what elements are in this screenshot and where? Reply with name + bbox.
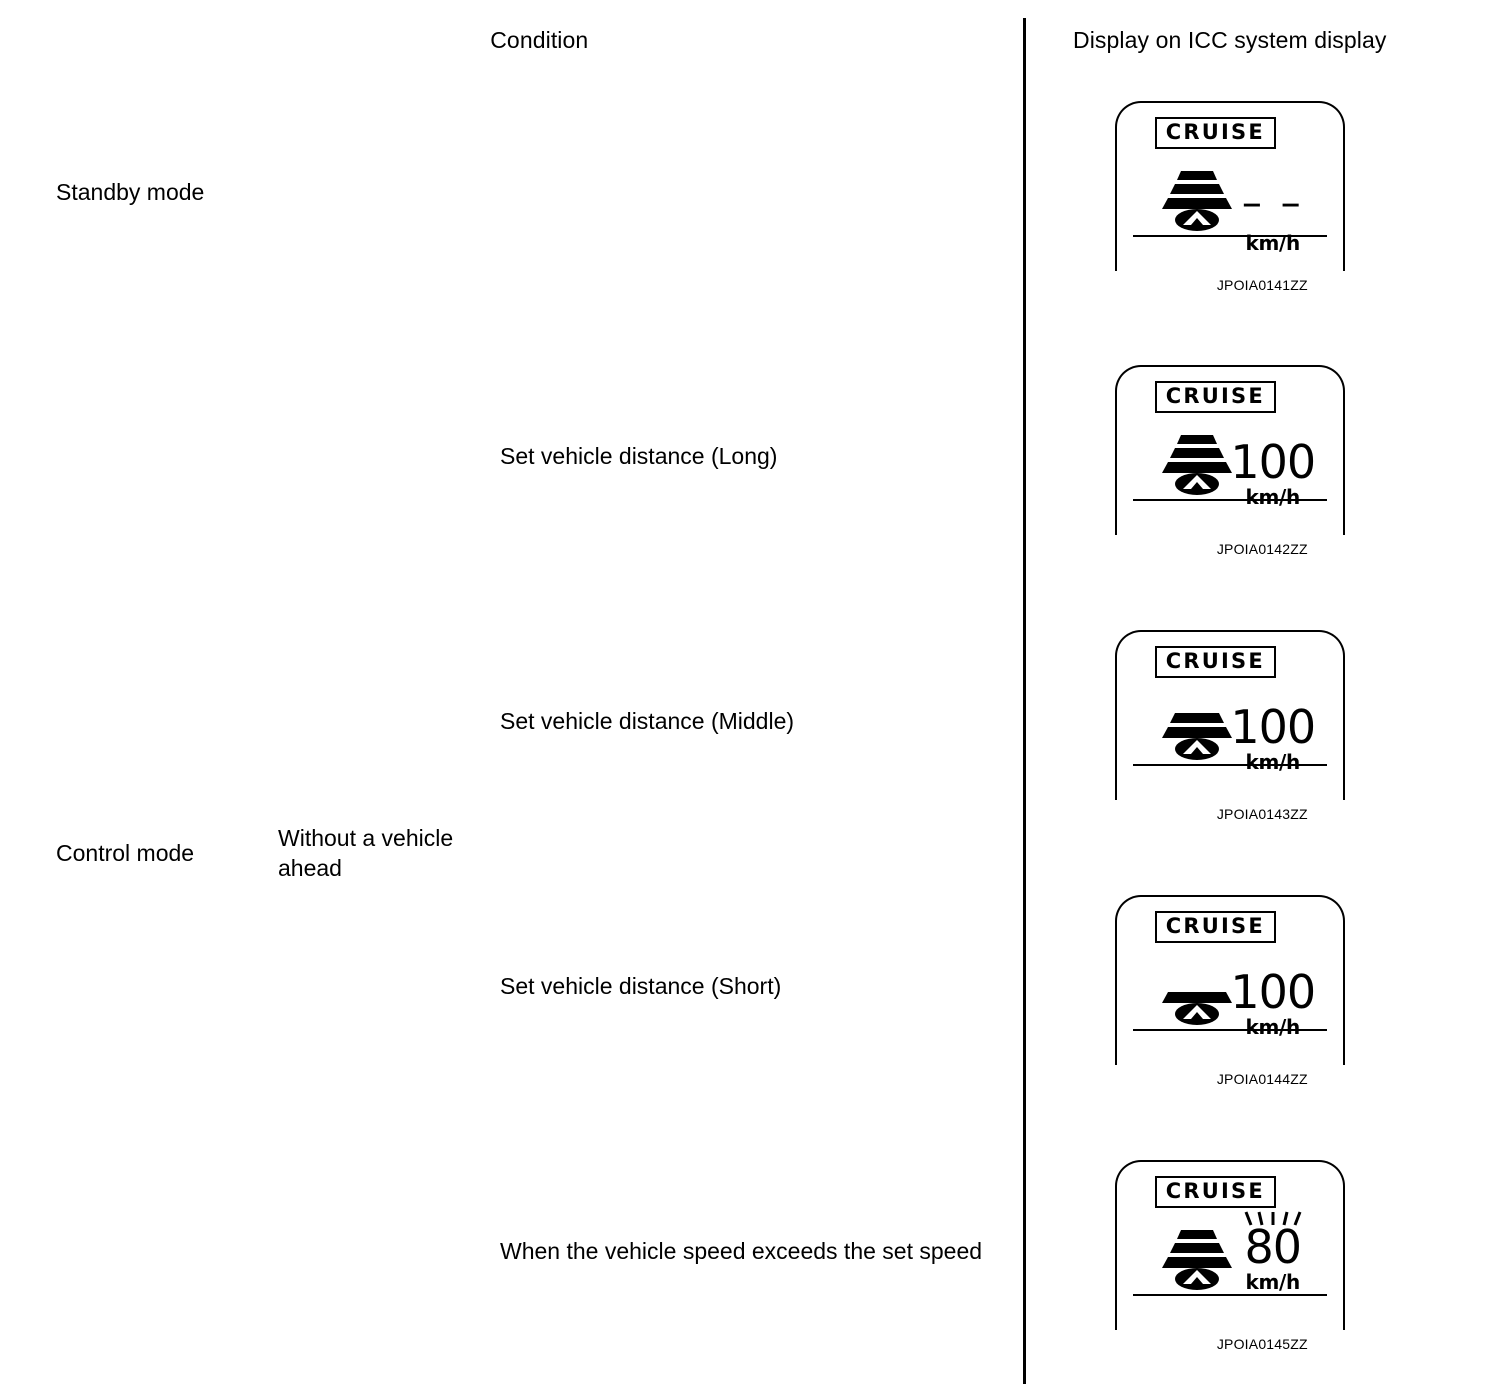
distance-bars-1-icon — [1151, 963, 1243, 1025]
speed-unit: km/h — [1245, 749, 1301, 774]
lcd-bezel: CRUISE — [1114, 364, 1345, 535]
figure-code: JPOIA0143ZZ — [1216, 805, 1308, 822]
distance-bars-3-icon — [1151, 433, 1243, 495]
speed-value: 100 — [1230, 964, 1316, 1019]
row-standby-condition: Standby mode — [56, 179, 205, 206]
speed-unit: km/h — [1245, 231, 1301, 255]
blink-indicator-icon — [1217, 1210, 1329, 1227]
lcd-bezel: CRUISE — [1114, 1159, 1345, 1330]
row-short-condition: Set vehicle distance (Short) — [500, 973, 782, 1000]
table-row-standby: Standby mode CRUISE — [56, 62, 1435, 324]
distance-bars-2-icon — [1151, 698, 1243, 760]
figure-code: JPOIA0145ZZ — [1216, 1335, 1308, 1352]
lcd-bezel: CRUISE — [1114, 629, 1345, 800]
table-row-middle: Set vehicle distance (Middle) CRUISE — [56, 589, 1435, 854]
figure-code: JPOIA0144ZZ — [1216, 1070, 1308, 1087]
distance-bars-3-icon — [1151, 1228, 1243, 1290]
speed-readout: 100 km/h — [1217, 955, 1329, 1038]
header-condition: Condition — [490, 27, 589, 53]
row-exceeds-condition: When the vehicle speed exceeds the set s… — [500, 1238, 983, 1265]
lcd-bezel: CRUISE — [1114, 101, 1345, 271]
icc-display-graphic: CRUISE — [1106, 1146, 1354, 1358]
lcd-divider — [1132, 763, 1327, 766]
icc-display-graphic: CRUISE — [1106, 87, 1354, 299]
cruise-badge: CRUISE — [1154, 380, 1276, 413]
table-header-row: Condition Display on ICC system display — [56, 18, 1435, 62]
speed-value: 80 — [1244, 1219, 1302, 1274]
lcd-divider — [1132, 1293, 1327, 1296]
figure-code: JPOIA0141ZZ — [1216, 277, 1308, 293]
table-row-exceeds-set-speed: When the vehicle speed exceeds the set s… — [56, 1119, 1435, 1384]
speed-value: – – — [1241, 180, 1304, 226]
lcd-divider — [1132, 235, 1327, 238]
speed-unit: km/h — [1245, 1269, 1301, 1294]
lcd-bezel: CRUISE — [1114, 894, 1345, 1065]
lcd-divider — [1132, 1028, 1327, 1031]
cruise-badge: CRUISE — [1154, 910, 1276, 943]
row-long-display-cell: CRUISE — [1022, 324, 1435, 589]
figure-code: JPOIA0142ZZ — [1216, 540, 1308, 557]
cruise-badge: CRUISE — [1154, 1175, 1276, 1208]
speed-readout: – – km/h — [1217, 161, 1329, 254]
speed-readout: 100 km/h — [1217, 425, 1329, 508]
row-without-vehicle-ahead-label: Without a vehicle ahead — [278, 825, 454, 881]
speed-readout: 80 km/h — [1217, 1210, 1329, 1293]
distance-bars-3-icon — [1151, 169, 1243, 231]
icc-display-graphic: CRUISE — [1106, 881, 1354, 1093]
icc-condition-display-table: Condition Display on ICC system display … — [56, 18, 1435, 1384]
icc-display-graphic: CRUISE — [1106, 351, 1354, 563]
cruise-badge: CRUISE — [1154, 117, 1276, 149]
row-long-condition: Set vehicle distance (Long) — [500, 443, 778, 470]
header-display: Display on ICC system display — [1022, 18, 1435, 62]
lcd-divider — [1132, 498, 1327, 501]
row-short-display-cell: CRUISE — [1022, 854, 1435, 1119]
speed-value: 100 — [1230, 434, 1316, 489]
speed-readout: 100 km/h — [1217, 690, 1329, 773]
speed-value: 100 — [1230, 699, 1316, 754]
table-row-long: Control mode Without a vehicle ahead Set… — [56, 324, 1435, 881]
row-middle-condition: Set vehicle distance (Middle) — [500, 708, 795, 735]
speed-unit: km/h — [1245, 484, 1301, 509]
row-middle-display-cell: CRUISE — [1022, 589, 1435, 854]
row-control-mode-label: Control mode — [56, 840, 195, 867]
row-standby-display-cell: CRUISE — [1022, 62, 1435, 324]
row-exceeds-display-cell: CRUISE — [1022, 1119, 1435, 1384]
table-row-short: Set vehicle distance (Short) CRUISE — [56, 854, 1435, 1119]
speed-unit: km/h — [1245, 1014, 1301, 1039]
icc-display-graphic: CRUISE — [1106, 616, 1354, 828]
cruise-badge: CRUISE — [1154, 645, 1276, 678]
